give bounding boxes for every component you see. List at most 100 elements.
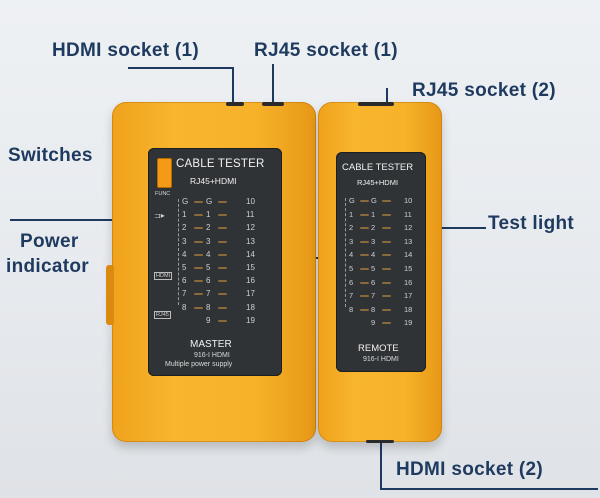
test-led (382, 240, 391, 243)
pin-label-mid: G (206, 197, 213, 206)
pin-label-left: 3 (182, 236, 187, 246)
pin-label-right: 15 (246, 263, 255, 272)
leader-hdmi-2-horizontal (380, 488, 598, 490)
leader-hdmi-1-horizontal (128, 67, 232, 69)
pin-label-right: 12 (246, 223, 255, 233)
test-led (360, 200, 369, 202)
test-led (360, 240, 369, 243)
rj45-socket-1-label: RJ45 socket (1) (254, 40, 398, 61)
remote-subtitle: RJ45+HDMI (357, 178, 399, 187)
pin-label-right: 18 (246, 302, 255, 312)
master-subtitle: RJ45+HDMI (190, 176, 237, 186)
pin-label-left: 2 (349, 223, 354, 233)
pin-label-left: 5 (182, 263, 187, 272)
pin-label-mid: 9 (371, 318, 376, 328)
leader-hdmi-1-vertical (232, 67, 234, 105)
hdmi-socket-2-label: HDMI socket (2) (396, 459, 544, 480)
test-led (382, 200, 391, 202)
test-led (194, 293, 203, 296)
pin-label-right: 16 (404, 277, 413, 287)
pin-label-mid: 3 (371, 236, 376, 246)
rj45-socket-1 (262, 102, 284, 106)
pin-label-mid: 7 (371, 291, 376, 301)
pin-label-right: 17 (246, 289, 255, 299)
remote-name: REMOTE (358, 343, 399, 354)
pin-label-mid: 5 (371, 264, 376, 273)
test-led (194, 280, 203, 283)
test-led (194, 306, 203, 309)
pin-label-mid: 4 (371, 250, 376, 260)
power-led-icon: ⊐▸ (154, 211, 165, 220)
test-led (218, 306, 227, 309)
power-indicator-label-line1: Power (20, 231, 79, 252)
pin-label-mid: 6 (206, 276, 211, 286)
pin-label-right: 10 (404, 196, 413, 205)
pin-label-right: 17 (404, 291, 413, 301)
switches-label: Switches (8, 145, 93, 166)
test-led (382, 227, 391, 230)
pin-label-right: 19 (246, 315, 255, 325)
test-led (360, 295, 369, 298)
leader-rj45-2-vertical (386, 88, 388, 107)
test-led (382, 322, 391, 325)
pin-label-right: 13 (246, 236, 255, 246)
pin-label-mid: 3 (206, 236, 211, 246)
leader-rj45-1-vertical (272, 64, 274, 106)
test-light-label: Test light (488, 213, 575, 234)
test-led (360, 254, 369, 257)
pin-label-right: 13 (404, 236, 413, 246)
test-led (218, 227, 227, 230)
pin-label-left: 8 (182, 302, 187, 312)
pin-label-right: 16 (246, 276, 255, 286)
rj45-mode-tag: RJ45 (154, 311, 171, 319)
pin-label-left: 1 (349, 209, 354, 219)
master-model: 916-I HDMI (194, 352, 230, 359)
test-led (218, 201, 227, 203)
pin-label-right: 11 (404, 209, 412, 219)
pin-label-mid: 8 (206, 302, 211, 312)
power-indicator-label-line2: indicator (6, 256, 89, 277)
test-led (218, 267, 227, 269)
test-led (382, 308, 391, 311)
test-led (194, 267, 203, 269)
pin-label-mid: 6 (371, 277, 376, 287)
remote-title: CABLE TESTER (342, 162, 414, 173)
pin-label-mid: 2 (371, 223, 376, 233)
func-switch[interactable] (157, 158, 172, 188)
test-led (360, 308, 369, 311)
hdmi-socket-2 (366, 440, 394, 443)
hdmi-socket-1 (226, 102, 244, 106)
test-led (382, 295, 391, 298)
test-led (218, 214, 227, 217)
rj45-socket-2 (358, 102, 394, 106)
pin-label-right: 14 (404, 250, 413, 260)
pin-label-mid: 8 (371, 304, 376, 314)
pin-bracket (178, 199, 181, 305)
pin-label-right: 19 (404, 318, 413, 328)
pin-label-mid: G (371, 196, 377, 205)
pin-label-right: 12 (404, 223, 413, 233)
func-label: FUNC (155, 191, 171, 197)
test-led (382, 213, 391, 216)
pin-label-left: 5 (349, 264, 354, 273)
test-led (382, 281, 391, 284)
test-led (360, 213, 369, 216)
test-led (218, 280, 227, 283)
test-led (194, 201, 203, 203)
test-led (218, 293, 227, 296)
pin-label-left: 3 (349, 236, 354, 246)
pin-label-mid: 7 (206, 289, 211, 299)
master-name: MASTER (190, 339, 232, 350)
pin-label-mid: 5 (206, 263, 211, 272)
pin-label-left: 7 (182, 289, 187, 299)
test-led (360, 281, 369, 284)
leader-hdmi-2-vertical (380, 420, 382, 490)
pin-label-left: 6 (349, 277, 354, 287)
pin-label-left: G (182, 197, 189, 206)
pin-label-right: 10 (246, 197, 255, 206)
pin-label-left: 2 (182, 223, 187, 233)
pin-label-left: 4 (349, 250, 354, 260)
test-led (218, 253, 227, 256)
leader-test-light-horizontal (422, 227, 486, 229)
pin-label-left: 7 (349, 291, 354, 301)
